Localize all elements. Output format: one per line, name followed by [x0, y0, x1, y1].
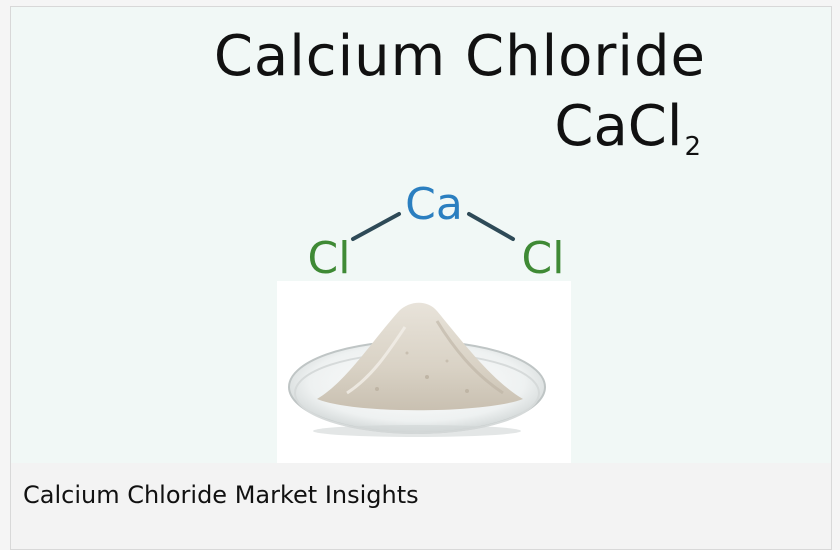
right-bond [467, 212, 515, 241]
hero-image: Calcium Chloride CaCl2 Ca Cl Cl [11, 7, 831, 463]
formula-main: CaCl [554, 94, 683, 159]
powder-dish-icon [288, 302, 546, 437]
chlorine-atom-right: Cl [522, 233, 565, 284]
chlorine-atom-left: Cl [308, 233, 351, 284]
calcium-atom: Ca [405, 179, 463, 230]
molecular-structure: Ca Cl Cl [308, 179, 565, 284]
chemical-formula: CaCl2 [11, 99, 701, 162]
powder-dish-photo [277, 281, 571, 463]
formula-subscript: 2 [684, 132, 701, 162]
left-bond [351, 212, 401, 241]
article-card[interactable]: Calcium Chloride CaCl2 Ca Cl Cl [10, 6, 832, 550]
compound-title: Calcium Chloride [213, 24, 706, 89]
card-caption[interactable]: Calcium Chloride Market Insights [23, 481, 419, 509]
